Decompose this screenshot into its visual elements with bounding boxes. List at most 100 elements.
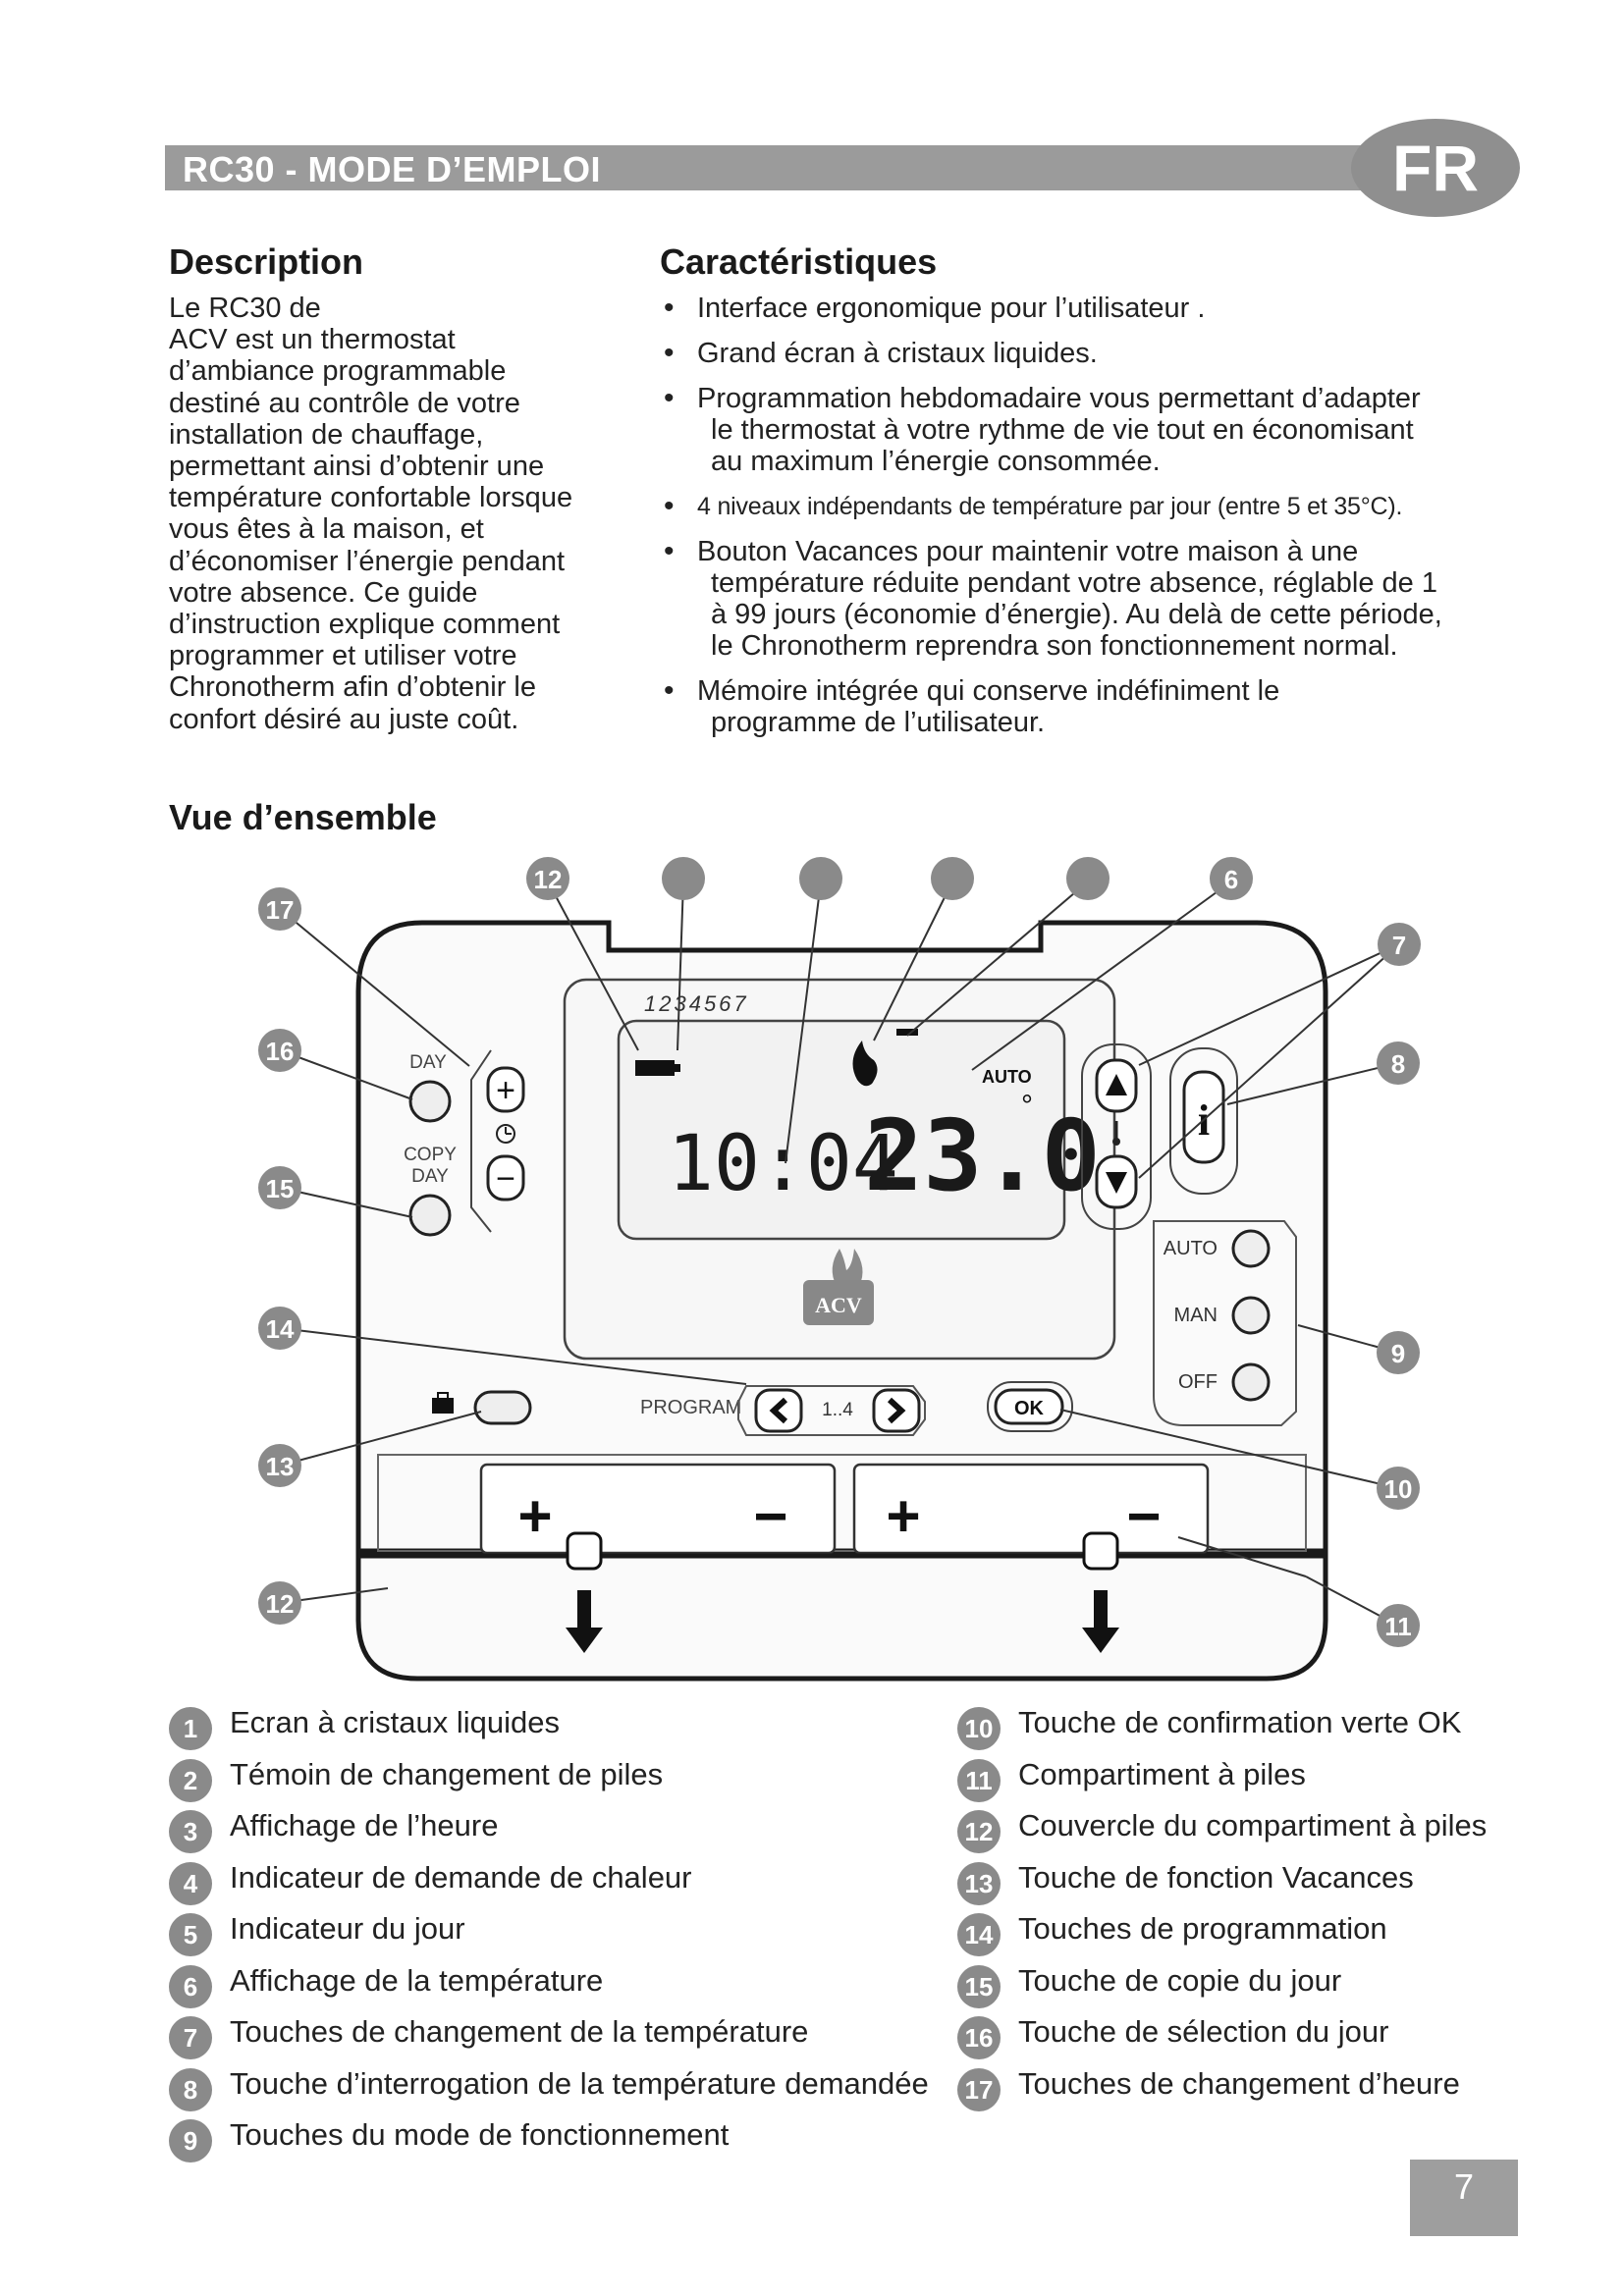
feature-text: Grand écran à cristaux liquides. (697, 338, 1098, 369)
feature-text: 4 niveaux indépendants de température pa… (697, 493, 1403, 520)
legend-item: 17 Touches de changement d’heure (957, 2064, 1487, 2116)
lcd-dash-indicator (896, 1029, 918, 1036)
battery-right[interactable] (852, 1463, 1210, 1555)
callout-badge: 14 (258, 1307, 301, 1350)
time-plus-button[interactable] (486, 1066, 525, 1113)
feature-text: programme de l’utilisateur. (711, 707, 1046, 738)
clock-button-bracket (470, 1049, 492, 1233)
copy-day-label-1: COPY (404, 1145, 457, 1165)
legend-number: 9 (169, 2119, 212, 2163)
lcd-mode-indicator: AUTO (982, 1067, 1032, 1087)
copy-day-button[interactable] (408, 1194, 452, 1237)
description-line: Le RC30 de (169, 293, 321, 324)
battery-cover[interactable] (355, 1553, 1328, 1682)
suitcase-icon (432, 1392, 454, 1414)
battery-left[interactable] (479, 1463, 837, 1555)
copy-day-label-2: DAY (411, 1166, 449, 1187)
callout-number: 14 (266, 1314, 295, 1344)
callout-number: 6 (1224, 865, 1238, 894)
callout-number: 12 (266, 1589, 295, 1619)
legend-number: 2 (169, 1758, 212, 1802)
legend-number: 13 (957, 1861, 1001, 1905)
legend-item: 2 Témoin de changement de piles (169, 1755, 929, 1807)
legend-text: Touches de changement d’heure (1018, 2065, 1460, 2101)
program-previous-button[interactable] (754, 1388, 803, 1433)
feature-text: Programmation hebdomadaire vous permetta… (697, 383, 1421, 414)
man-label: MAN (1174, 1305, 1218, 1326)
feature-text: Interface ergonomique pour l’utilisateur… (697, 293, 1206, 324)
chevron-right-icon (887, 1397, 906, 1424)
battery-compartment (377, 1454, 1307, 1552)
legend-text: Touches de programmation (1018, 1911, 1387, 1946)
chevron-left-icon (769, 1397, 788, 1424)
arrow-down-icon (1106, 1172, 1127, 1194)
time-minus-button[interactable] (486, 1154, 525, 1201)
legend-text: Touche de fonction Vacances (1018, 1859, 1414, 1895)
feature-item: 4 niveaux indépendants de température pa… (660, 491, 1524, 522)
legend-number: 17 (957, 2067, 1001, 2111)
battery-left-plus: + (517, 1483, 552, 1549)
legend-text: Témoin de changement de piles (230, 1756, 664, 1791)
description-line: vous êtes à la maison, et (169, 513, 484, 546)
legend-number: 7 (169, 2016, 212, 2059)
program-label: PROGRAM (640, 1397, 741, 1418)
callout-badge: 15 (258, 1166, 301, 1209)
feature-text: au maximum l’énergie consommée. (711, 446, 1161, 477)
description-line: d’ambiance programmable (169, 355, 507, 388)
thermometer-icon (1112, 1121, 1120, 1146)
legend-number: 12 (957, 1810, 1001, 1853)
callout-number: 12 (534, 865, 563, 894)
overview-heading: Vue d’ensemble (169, 797, 437, 837)
description-line: Chronotherm afin d’obtenir le (169, 671, 536, 704)
battery-right-plus: + (886, 1483, 920, 1549)
legend-item: 13 Touche de fonction Vacances (957, 1858, 1487, 1910)
manual-mode-button[interactable] (1231, 1296, 1271, 1335)
legend-text: Touche de copie du jour (1018, 1962, 1342, 1998)
legend-text: Touche d’interrogation de la température… (230, 2065, 929, 2101)
program-button-bracket (737, 1385, 926, 1436)
lcd-temperature: 23.0 (864, 1098, 1101, 1213)
callout-badge: 17 (258, 887, 301, 931)
callout-badge (662, 857, 705, 900)
info-button[interactable] (1182, 1070, 1225, 1164)
feature-item: Interface ergonomique pour l’utilisateur… (660, 293, 1524, 324)
holiday-button[interactable] (473, 1390, 532, 1425)
callout-number: 11 (1384, 1612, 1412, 1641)
day-label: DAY (409, 1052, 447, 1073)
features-list: Interface ergonomique pour l’utilisateur… (660, 293, 1524, 738)
callout-badge: 9 (1377, 1331, 1420, 1374)
legend-number: 4 (169, 1861, 212, 1905)
program-next-button[interactable] (872, 1388, 921, 1433)
off-mode-button[interactable] (1231, 1362, 1271, 1402)
callout-number: 10 (1384, 1474, 1413, 1504)
callout-badge: 10 (1377, 1467, 1420, 1510)
legend-number: 5 (169, 1913, 212, 1956)
day-select-button[interactable] (408, 1080, 452, 1123)
thermostat-diagram: 1234567 AUTO 10:04 23.0 ° ACV DAY COPY D… (258, 857, 1421, 1682)
time-plus-label: + (496, 1072, 515, 1109)
features-heading: Caractéristiques (660, 241, 938, 282)
callout-badge: 13 (258, 1444, 301, 1487)
legend-number: 16 (957, 2016, 1001, 2059)
description-heading: Description (169, 241, 364, 282)
auto-mode-button[interactable] (1231, 1229, 1271, 1268)
cover-latch-right (1082, 1531, 1119, 1571)
legend-text: Compartiment à piles (1018, 1756, 1306, 1791)
ok-label: OK (1014, 1398, 1045, 1419)
legend-text: Ecran à cristaux liquides (230, 1705, 560, 1739)
battery-right-minus: − (1126, 1483, 1161, 1549)
battery-low-icon (635, 1060, 680, 1076)
arrow-down-icon (566, 1590, 603, 1653)
mode-button-panel (1153, 1220, 1297, 1426)
page-number: 7 (1410, 2160, 1518, 2236)
ok-button[interactable] (994, 1388, 1064, 1425)
